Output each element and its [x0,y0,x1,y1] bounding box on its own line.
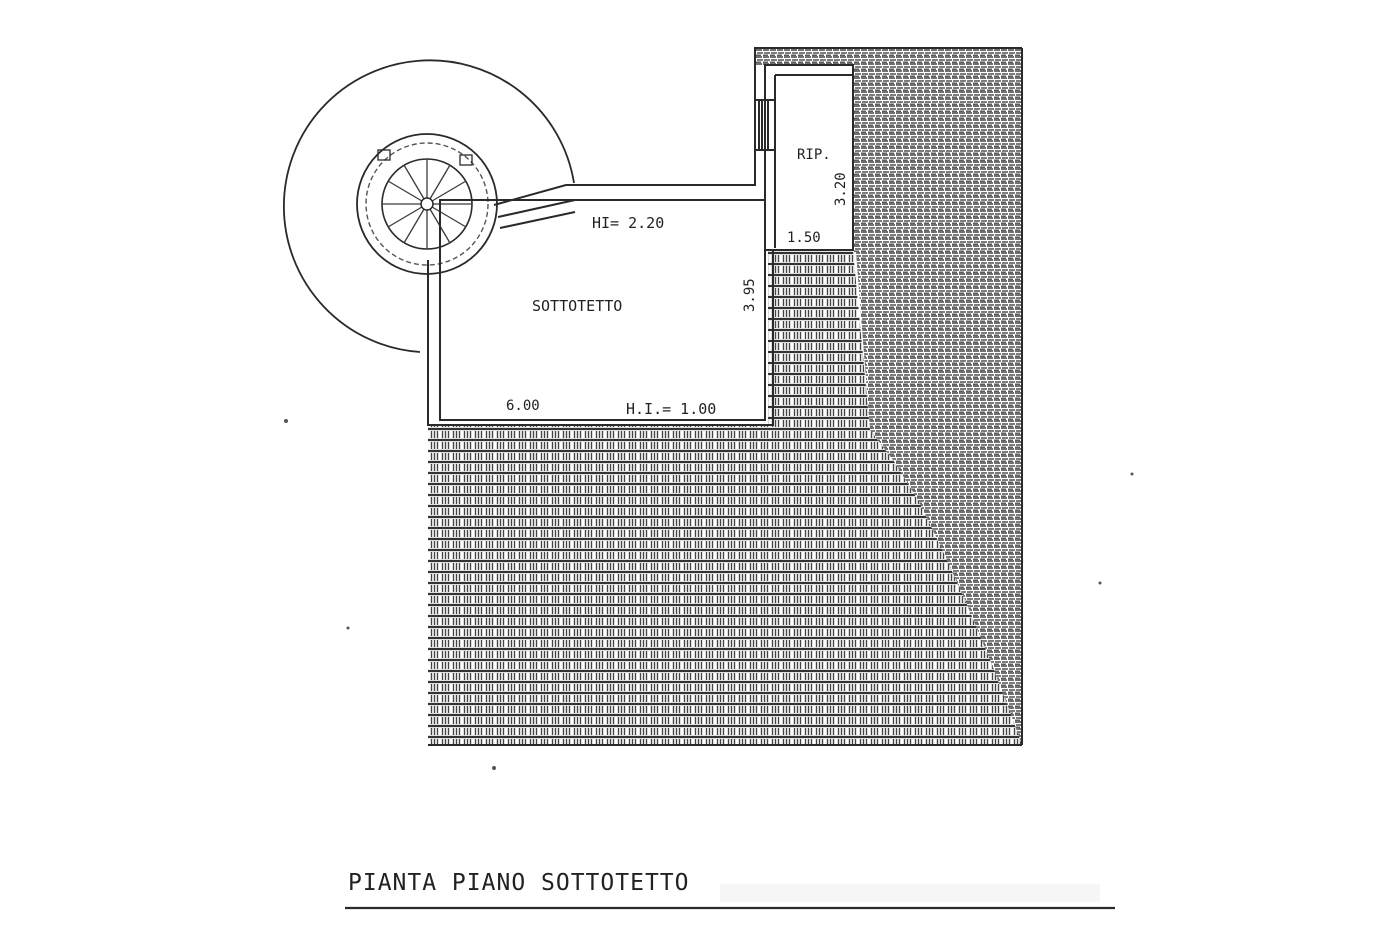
storage-width-dimension: 1.50 [787,230,821,246]
plan-title: PIANTA PIANO SOTTOTETTO [348,870,690,896]
height-label-bottom: H.I.= 1.00 [626,400,716,418]
height-label-top: HI= 2.20 [592,214,664,232]
storage-depth-dimension: 3.20 [833,172,849,206]
room-label-ripostiglio: RIP. [797,147,831,163]
walls [427,47,1022,426]
roof-slope-bottom [428,425,773,745]
room-label-sottotetto: SOTTOTETTO [532,297,622,315]
roof-hatching [428,48,1023,746]
stair-swing-arc [282,59,575,353]
roof-slope-lower-right [768,250,1022,745]
depth-dimension-main: 3.95 [742,278,758,312]
spiral-staircase [282,59,575,353]
roof-slope-right [853,48,1022,745]
width-dimension-main: 6.00 [506,398,540,414]
scan-specks [284,419,1134,770]
roof-edge-top [755,48,853,66]
